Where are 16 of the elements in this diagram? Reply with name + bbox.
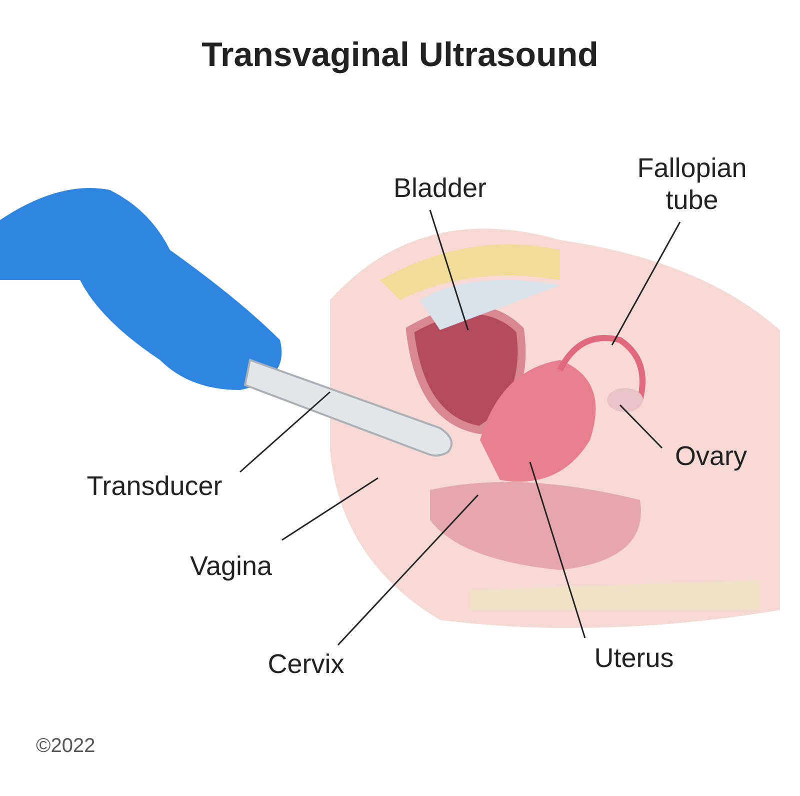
part-label: Uterus: [584, 642, 684, 674]
part-label: Vagina: [176, 550, 286, 582]
copyright-note: ©2022: [36, 734, 96, 759]
leader-line: [429, 210, 469, 330]
leader-line: [529, 462, 586, 638]
diagram-title: Transvaginal Ultrasound: [200, 36, 600, 75]
leader-line: [282, 477, 378, 541]
part-label: Transducer: [72, 470, 237, 502]
leader-line: [240, 391, 330, 473]
leader-line: [611, 222, 681, 346]
part-label: Ovary: [666, 440, 756, 472]
leader-line: [337, 494, 479, 646]
leader-line: [619, 404, 663, 449]
part-label: Fallopian tube: [622, 152, 762, 216]
part-label: Bladder: [380, 172, 500, 204]
part-label: Cervix: [256, 648, 356, 680]
